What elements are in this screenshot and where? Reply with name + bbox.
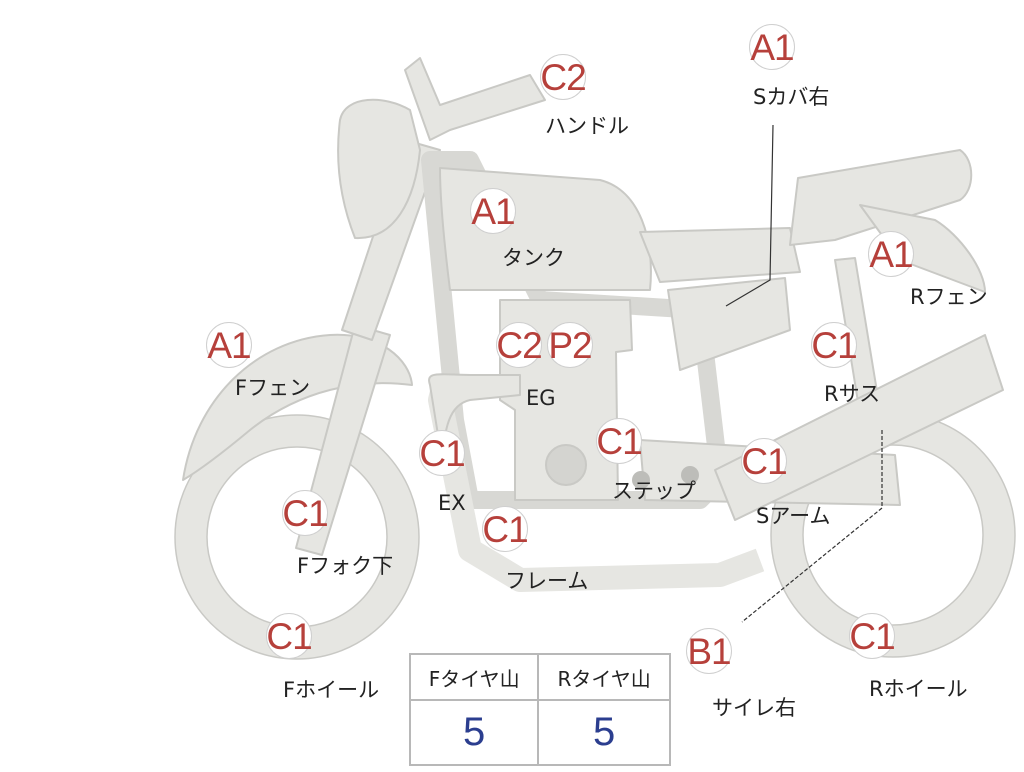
front-tire-tread-value: 5 xyxy=(408,699,540,766)
step-grade-badge: C1 xyxy=(596,418,643,464)
side-cover-right-grade-badge: A1 xyxy=(749,24,795,70)
engine-label: EG xyxy=(526,386,556,410)
front-fork-lower-label: Fフォク下 xyxy=(297,554,394,578)
headlight-shape xyxy=(337,98,421,240)
rear-wheel-grade-badge: C1 xyxy=(849,613,896,659)
frame-grade-badge: C1 xyxy=(482,506,529,552)
swing-arm-grade-badge: C1 xyxy=(741,438,788,484)
handlebar-shape xyxy=(404,57,546,141)
tire-tread-table: Fタイヤ山 Rタイヤ山 5 5 xyxy=(408,653,671,766)
front-wheel-shape xyxy=(175,415,419,659)
tire-tread-value-row: 5 5 xyxy=(408,699,671,766)
rear-suspension-label: Rサス xyxy=(824,382,881,406)
silencer-shape xyxy=(714,334,1004,521)
handle-grade-badge: C2 xyxy=(540,54,587,100)
step-shape xyxy=(632,471,650,489)
step-label: ステップ xyxy=(612,479,696,503)
rear-suspension-grade-badge: C1 xyxy=(811,322,858,368)
rear-fender-label: Rフェン xyxy=(910,285,988,309)
side-cover-shape xyxy=(667,277,791,371)
side-cover-right-label: Sカバ右 xyxy=(753,85,830,109)
silencer-right-grade-badge: B1 xyxy=(686,628,732,674)
silencer-leader xyxy=(741,430,883,623)
engine-paint-grade-badge: P2 xyxy=(547,322,593,368)
frame-label: フレーム xyxy=(505,569,589,593)
tank-grade-badge: A1 xyxy=(470,188,516,234)
rear-fender-grade-badge: A1 xyxy=(868,231,914,277)
handle-label: ハンドル xyxy=(545,114,629,138)
engine-grade-badge: C2 xyxy=(496,322,543,368)
front-fork-lower-grade-badge: C1 xyxy=(282,490,329,536)
silencer-right-label: サイレ右 xyxy=(712,696,796,720)
front-tire-tread-header: Fタイヤ山 xyxy=(408,653,540,701)
rear-tire-tread-header: Rタイヤ山 xyxy=(537,653,671,701)
swing-arm-label: Sアーム xyxy=(756,504,831,528)
exhaust-grade-badge: C1 xyxy=(419,430,466,476)
rear-tire-tread-value: 5 xyxy=(537,699,671,766)
exhaust-label: EX xyxy=(438,491,466,515)
front-fender-label: Fフェン xyxy=(235,376,311,400)
front-wheel-label: Fホイール xyxy=(283,678,380,702)
rear-wheel-label: Rホイール xyxy=(869,677,968,701)
rear-fender-shape xyxy=(859,204,986,293)
side-cover-leader xyxy=(725,124,774,307)
front-fender-grade-badge: A1 xyxy=(206,322,252,368)
front-wheel-grade-badge: C1 xyxy=(266,613,313,659)
tire-tread-header-row: Fタイヤ山 Rタイヤ山 xyxy=(408,653,671,701)
tank-label: タンク xyxy=(502,246,565,270)
